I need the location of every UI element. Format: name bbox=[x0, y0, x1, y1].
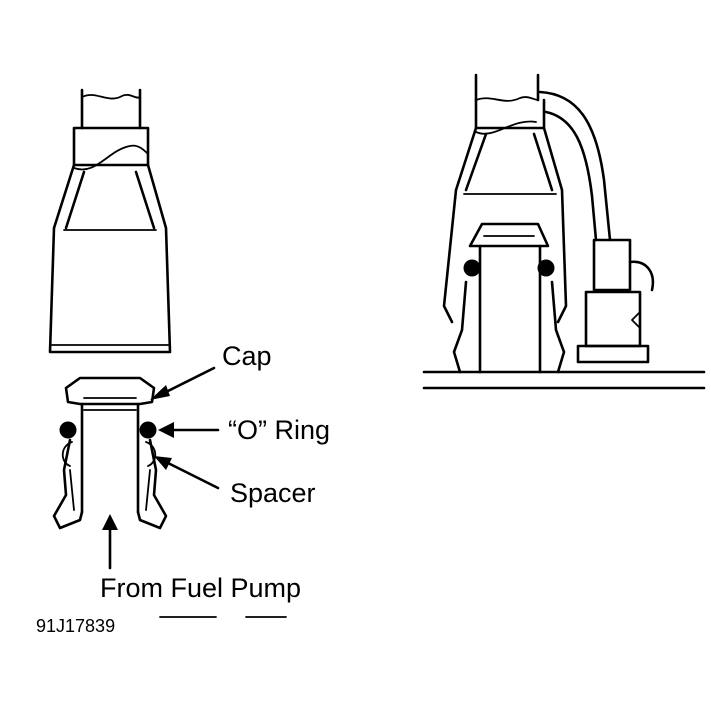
assembled-view bbox=[422, 73, 706, 390]
cap bbox=[64, 376, 156, 406]
spacer-arrow bbox=[160, 458, 220, 490]
figure-id-label: 91J17839 bbox=[36, 616, 115, 636]
leader-arrows bbox=[102, 366, 220, 570]
from-fuel-pump-label: From Fuel Pump bbox=[100, 573, 301, 603]
o-ring-left bbox=[59, 421, 77, 439]
cap-label: Cap bbox=[222, 341, 272, 371]
o-ring-label: “O” Ring bbox=[228, 415, 330, 445]
installation-tool bbox=[48, 88, 172, 354]
fuel-connector bbox=[52, 376, 168, 530]
o-ring-right bbox=[139, 421, 157, 439]
spacer-label: Spacer bbox=[230, 478, 316, 508]
spacer bbox=[145, 441, 157, 467]
